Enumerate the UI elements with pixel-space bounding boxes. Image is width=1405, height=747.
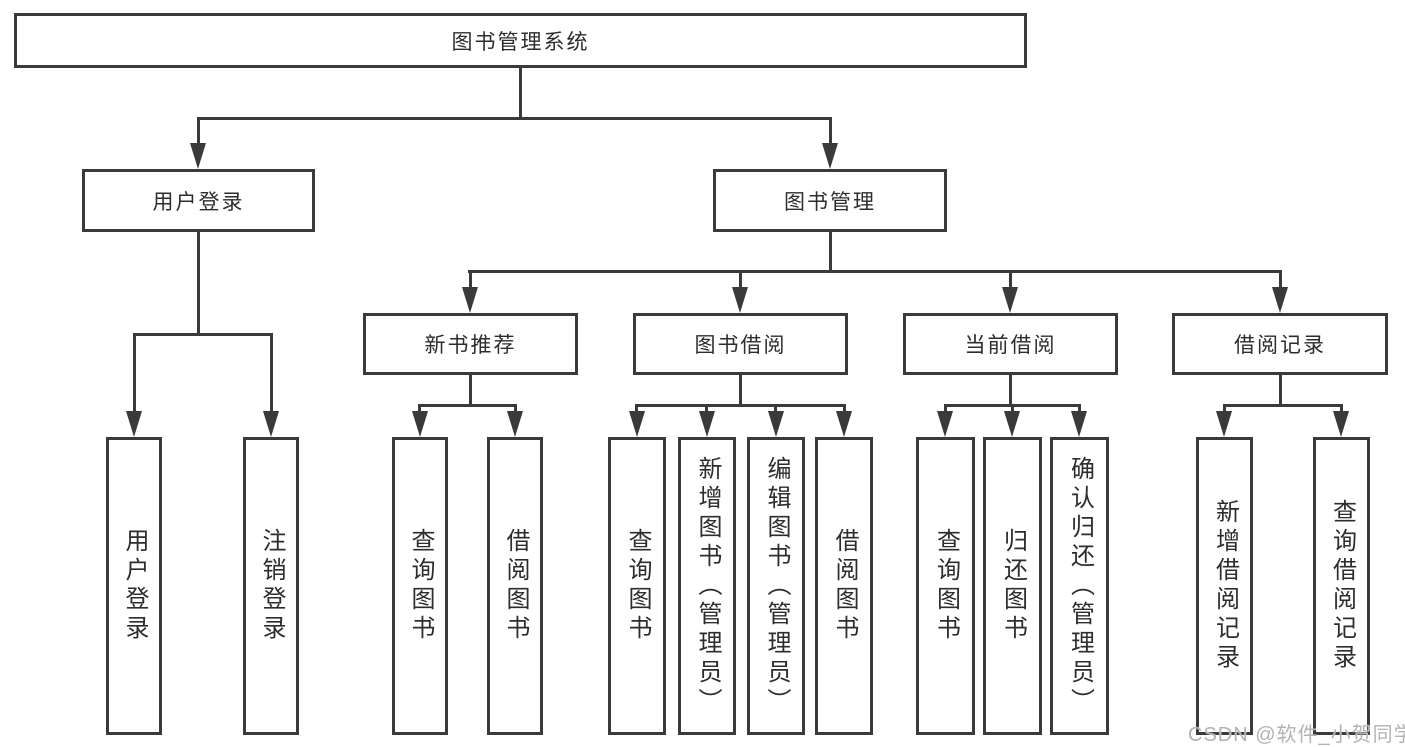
leaf-return-book: 归还图书 [983,437,1042,735]
connector-groupC-drop [1009,375,1012,407]
arrowhead-icon [699,411,715,437]
connector-stub [1009,270,1012,290]
leaf-logout: 注销登录 [243,437,299,735]
connector-stub [635,404,638,414]
node-book-management: 图书管理 [713,169,947,232]
connector-stub [944,404,947,414]
arrowhead-icon [1002,287,1018,313]
connector-stub [1340,404,1343,414]
csdn-watermark: CSDN @软件_小贺同学 [1188,724,1405,746]
arrowhead-icon [768,411,784,437]
connector-stub [469,270,472,290]
connector-login-drop [197,232,200,336]
arrowhead-icon [263,411,279,437]
node-borrow-records: 借阅记录 [1172,313,1388,375]
connector-mgmt-hline [468,270,1282,273]
leaf-confirm-return-admin: 确认归还（管理员） [1050,437,1109,735]
arrowhead-icon [732,287,748,313]
node-current-borrow: 当前借阅 [903,313,1118,375]
leaf-borrow-query-book: 查询图书 [608,437,666,735]
connector-stub [1078,404,1081,414]
connector-stub [1223,404,1226,414]
connector-stub [705,404,708,414]
arrowhead-icon [462,287,478,313]
arrowhead-icon [1272,287,1288,313]
arrowhead-icon [507,411,523,437]
node-book-borrow: 图书借阅 [633,313,848,375]
arrowhead-icon [822,143,838,169]
node-root-system: 图书管理系统 [14,13,1027,68]
arrowhead-icon [1004,411,1020,437]
connector-stub [843,404,846,414]
connector-groupD-drop [1279,375,1282,407]
arrowhead-icon [126,411,142,437]
leaf-current-query-book: 查询图书 [916,437,975,735]
connector-groupB-drop [739,375,742,407]
leaf-recommend-borrow-book: 借阅图书 [487,437,543,735]
connector-stub [774,404,777,414]
leaf-recommend-query-book: 查询图书 [392,437,448,735]
arrowhead-icon [629,411,645,437]
connector-root-drop [519,68,522,118]
connector-stub [739,270,742,290]
connector-mgmt-drop [829,232,832,272]
arrowhead-icon [1071,411,1087,437]
node-new-book-recommend: 新书推荐 [363,313,578,375]
connector-stub [829,117,832,145]
connector-stub [1279,270,1282,290]
connector-stub [133,333,136,413]
connector-login-hline [133,333,273,336]
leaf-query-borrow-record: 查询借阅记录 [1313,437,1370,735]
connector-groupA-hline [418,404,517,407]
leaf-add-book-admin: 新增图书（管理员） [678,437,736,735]
arrowhead-icon [836,411,852,437]
connector-groupA-drop [469,375,472,407]
arrowhead-icon [412,411,428,437]
connector-root-hline [197,117,832,120]
arrowhead-icon [1216,411,1232,437]
leaf-edit-book-admin: 编辑图书（管理员） [747,437,805,735]
arrowhead-icon [1333,411,1349,437]
connector-stub [514,404,517,414]
arrowhead-icon [937,411,953,437]
connector-stub [1011,404,1014,414]
node-user-login: 用户登录 [82,169,315,232]
connector-stub [270,333,273,413]
connector-groupB-hline [635,404,846,407]
arrowhead-icon [190,143,206,169]
leaf-add-borrow-record: 新增借阅记录 [1196,437,1253,735]
connector-stub [418,404,421,414]
leaf-borrow-book: 借阅图书 [815,437,873,735]
leaf-user-login: 用户登录 [106,437,162,735]
connector-stub [197,117,200,145]
connector-groupD-hline [1223,404,1342,407]
